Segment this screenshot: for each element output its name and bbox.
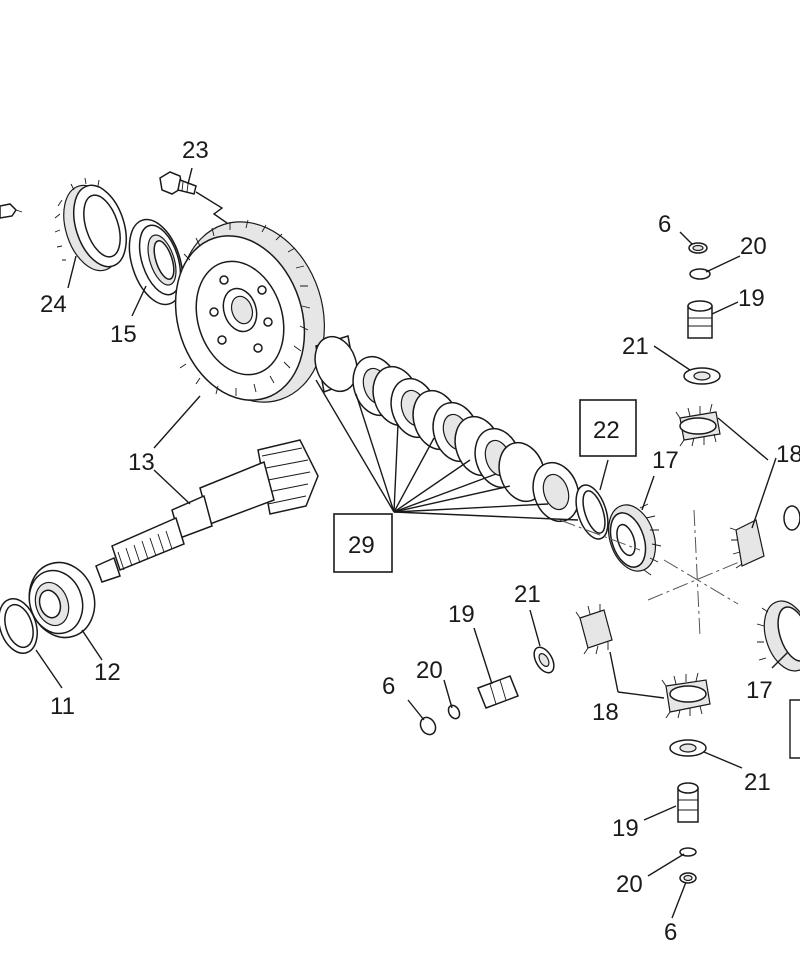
callout-17-upper: 17 [652,447,679,474]
leader-lines [35,167,789,919]
callout-19-bottom: 19 [612,815,639,842]
callout-24: 24 [40,291,67,318]
spider-gear-18-left [575,604,613,655]
bearing-15 [128,218,184,306]
callout-15: 15 [110,321,137,348]
callout-box-22 [579,399,637,457]
spider-gear-18-bottom [661,672,711,719]
callout-18-left: 18 [592,699,619,726]
callout-box-partial-right [789,699,800,759]
spider-gear-18-top [675,403,721,447]
callout-6-top: 6 [658,211,671,238]
side-gear-17-lower [756,600,800,672]
callout-13: 13 [128,449,155,476]
clutch-disc-pack-29 [314,335,580,523]
callout-6-left: 6 [382,673,395,700]
pin-stack-top [683,242,721,385]
spider-gear-18-right [729,505,800,569]
bolt-left-edge [0,203,23,219]
centre-lines [559,509,745,637]
callout-20-left: 20 [416,657,443,684]
callout-6-bottom: 6 [664,919,677,946]
snap-ring-11 [0,598,38,654]
callout-23: 23 [182,137,209,164]
callout-12: 12 [94,659,121,686]
bearing-12 [28,561,96,639]
callout-17-lower: 17 [746,677,773,704]
callout-11: 11 [50,693,75,720]
callout-29: 29 [348,532,375,559]
adjusting-ring-24 [54,177,128,272]
side-gear-17-upper [607,503,662,576]
ring-gear-13 [174,219,325,403]
callout-22: 22 [593,417,620,444]
thrust-washer-22 [575,484,609,540]
callout-21-left: 21 [514,581,541,608]
callout-19-left: 19 [448,601,475,628]
callout-20-top: 20 [740,233,767,260]
callout-18-right: 18 [776,441,800,468]
callout-21-top: 21 [622,333,649,360]
callout-box-29 [333,513,393,573]
pin-stack-left [419,646,555,736]
callout-21-bottom: 21 [744,769,771,796]
callout-20-bottom: 20 [616,871,643,898]
pin-stack-bottom [669,739,707,884]
pinion-shaft-13 [95,439,319,583]
callout-19-top: 19 [738,285,765,312]
bolt-23 [159,171,241,233]
